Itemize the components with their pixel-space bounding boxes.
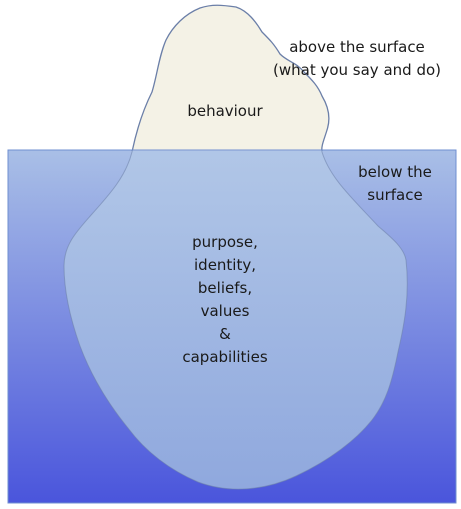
underwater-line-values: values [200,302,250,320]
above-surface-label: above the surface (what you say and do) [262,36,452,82]
underwater-line-capabilities: capabilities [182,348,268,366]
above-surface-line-1: above the surface [289,38,425,56]
below-surface-line-2: surface [367,186,423,204]
underwater-line-purpose: purpose, [192,233,258,251]
below-surface-label: below the surface [340,161,450,207]
underwater-label: purpose, identity, beliefs, values & cap… [160,231,290,369]
below-surface-line-1: below the [358,163,432,181]
iceberg-underwater [63,150,408,490]
above-surface-line-2: (what you say and do) [273,61,441,79]
tip-text: behaviour [187,102,263,120]
underwater-line-ampersand: & [219,325,231,343]
iceberg-tip [131,4,330,151]
tip-label: behaviour [170,100,280,123]
underwater-line-identity: identity, [194,256,256,274]
underwater-line-beliefs: beliefs, [197,279,253,297]
